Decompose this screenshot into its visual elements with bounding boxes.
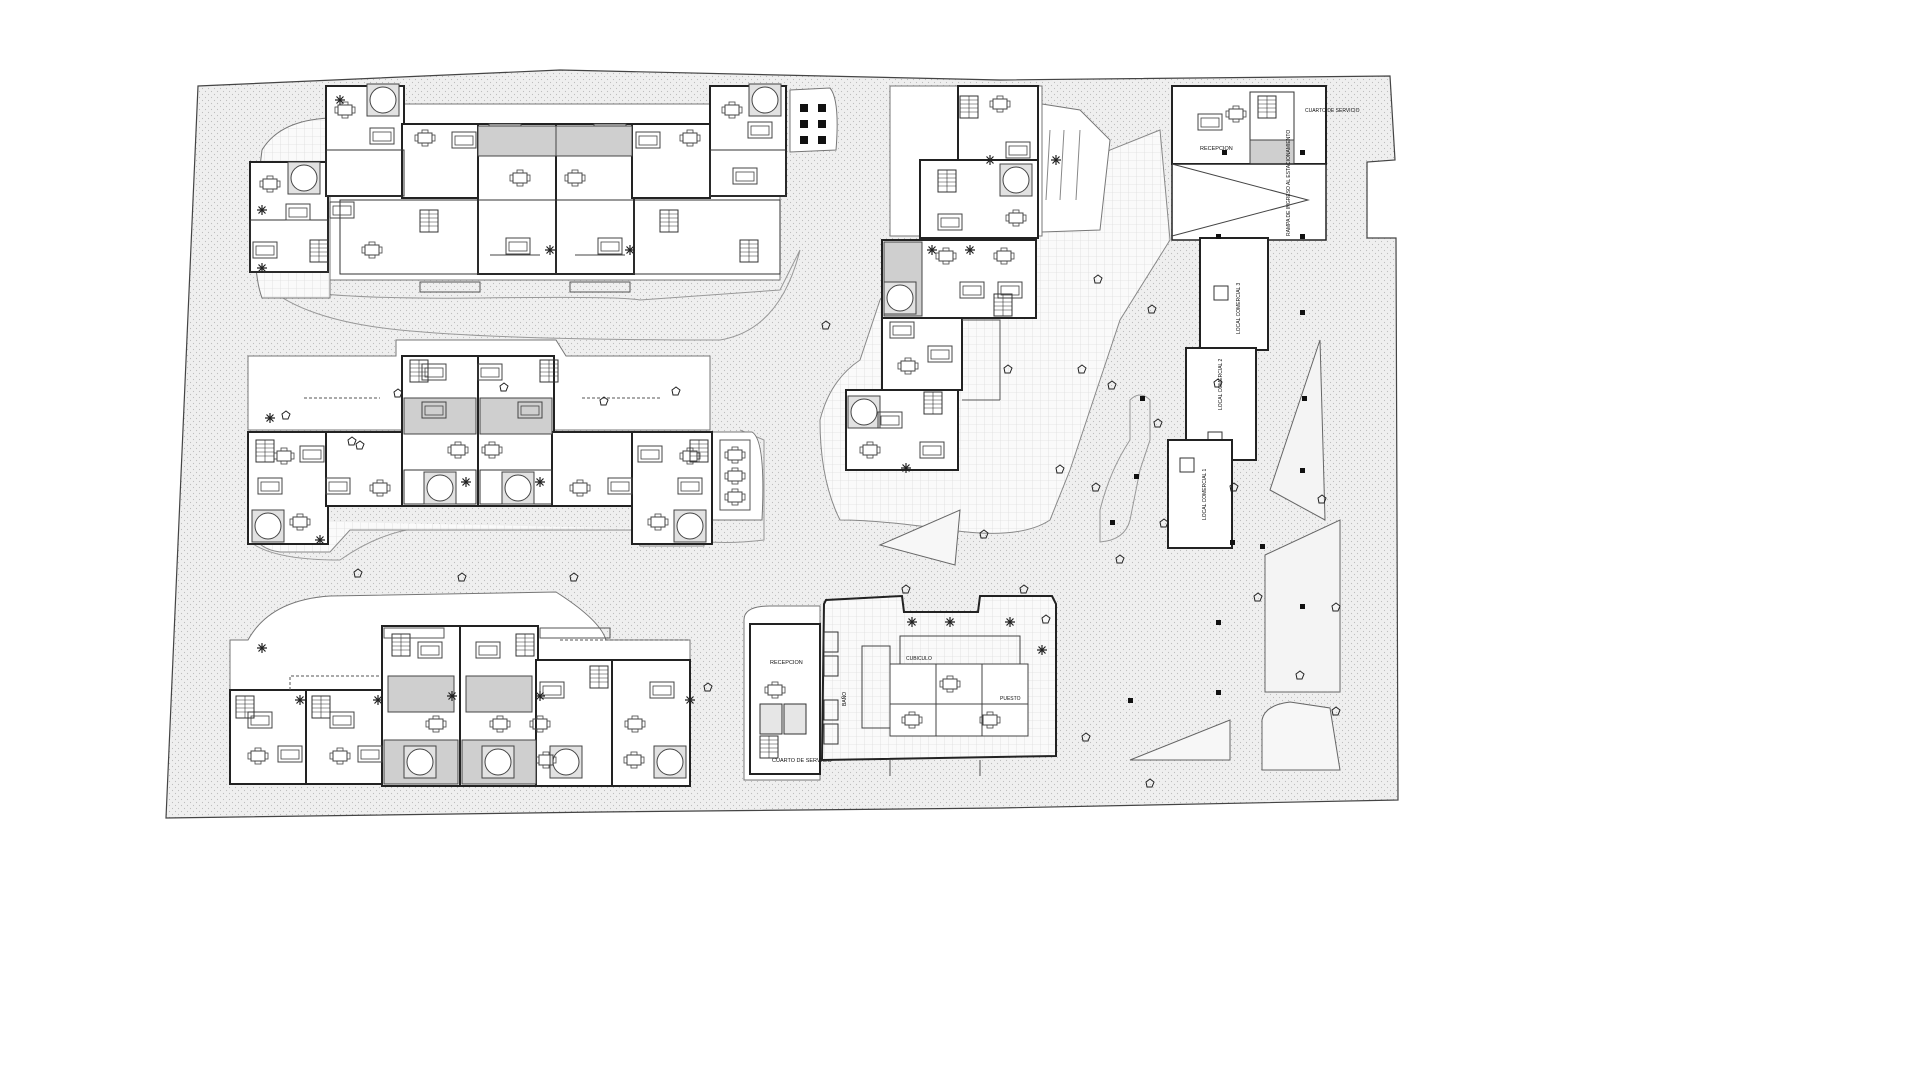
cowork-building: BAÑO CUBICULO PUESTO <box>820 594 1057 776</box>
housing-block-b <box>247 339 764 553</box>
parking-ramp: RAMPA DE INGRESO AL ESTACIONAMIENTO <box>1171 130 1327 241</box>
recepcion-label-top: RECEPCION <box>1200 146 1233 152</box>
local-1-label: LOCAL COMERCIAL 1 <box>1202 468 1208 520</box>
planter-triangle-1 <box>878 509 961 566</box>
plaza-pavers-a <box>789 87 838 153</box>
housing-block-d <box>845 85 1111 474</box>
cuarto-servicio-label-top: CUARTO DE SERVICIO <box>1305 108 1360 114</box>
local-3-label: LOCAL COMERCIAL 3 <box>1236 282 1242 334</box>
cubiculo-label: CUBICULO <box>906 656 932 662</box>
local-comercial-3: LOCAL COMERCIAL 3 <box>1199 237 1269 351</box>
rampa-label: RAMPA DE INGRESO AL ESTACIONAMIENTO <box>1286 130 1292 236</box>
walkway-path-mid <box>247 429 765 561</box>
puesto-label: PUESTO <box>1000 696 1021 702</box>
walkway-path-left <box>261 249 801 341</box>
planter-triangle-2 <box>1129 719 1231 761</box>
recepcion-label-bottom: RECEPCION <box>770 660 803 666</box>
planter-quad-3 <box>1261 701 1341 771</box>
housing-block-a <box>249 83 787 299</box>
walkway-path-right <box>1099 394 1151 543</box>
bano-label: BAÑO <box>841 692 848 706</box>
cuarto-servicio-label-bottom: CUARTO DE SERVICIO <box>772 758 833 764</box>
housing-block-c <box>229 591 696 787</box>
site-bollards <box>1110 150 1307 703</box>
local-comercial-1: LOCAL COMERCIAL 1 <box>1167 439 1233 549</box>
office-building-bottom: RECEPCION CUARTO DE SERVICIO <box>743 605 833 781</box>
planter-strip-5 <box>1269 339 1326 521</box>
